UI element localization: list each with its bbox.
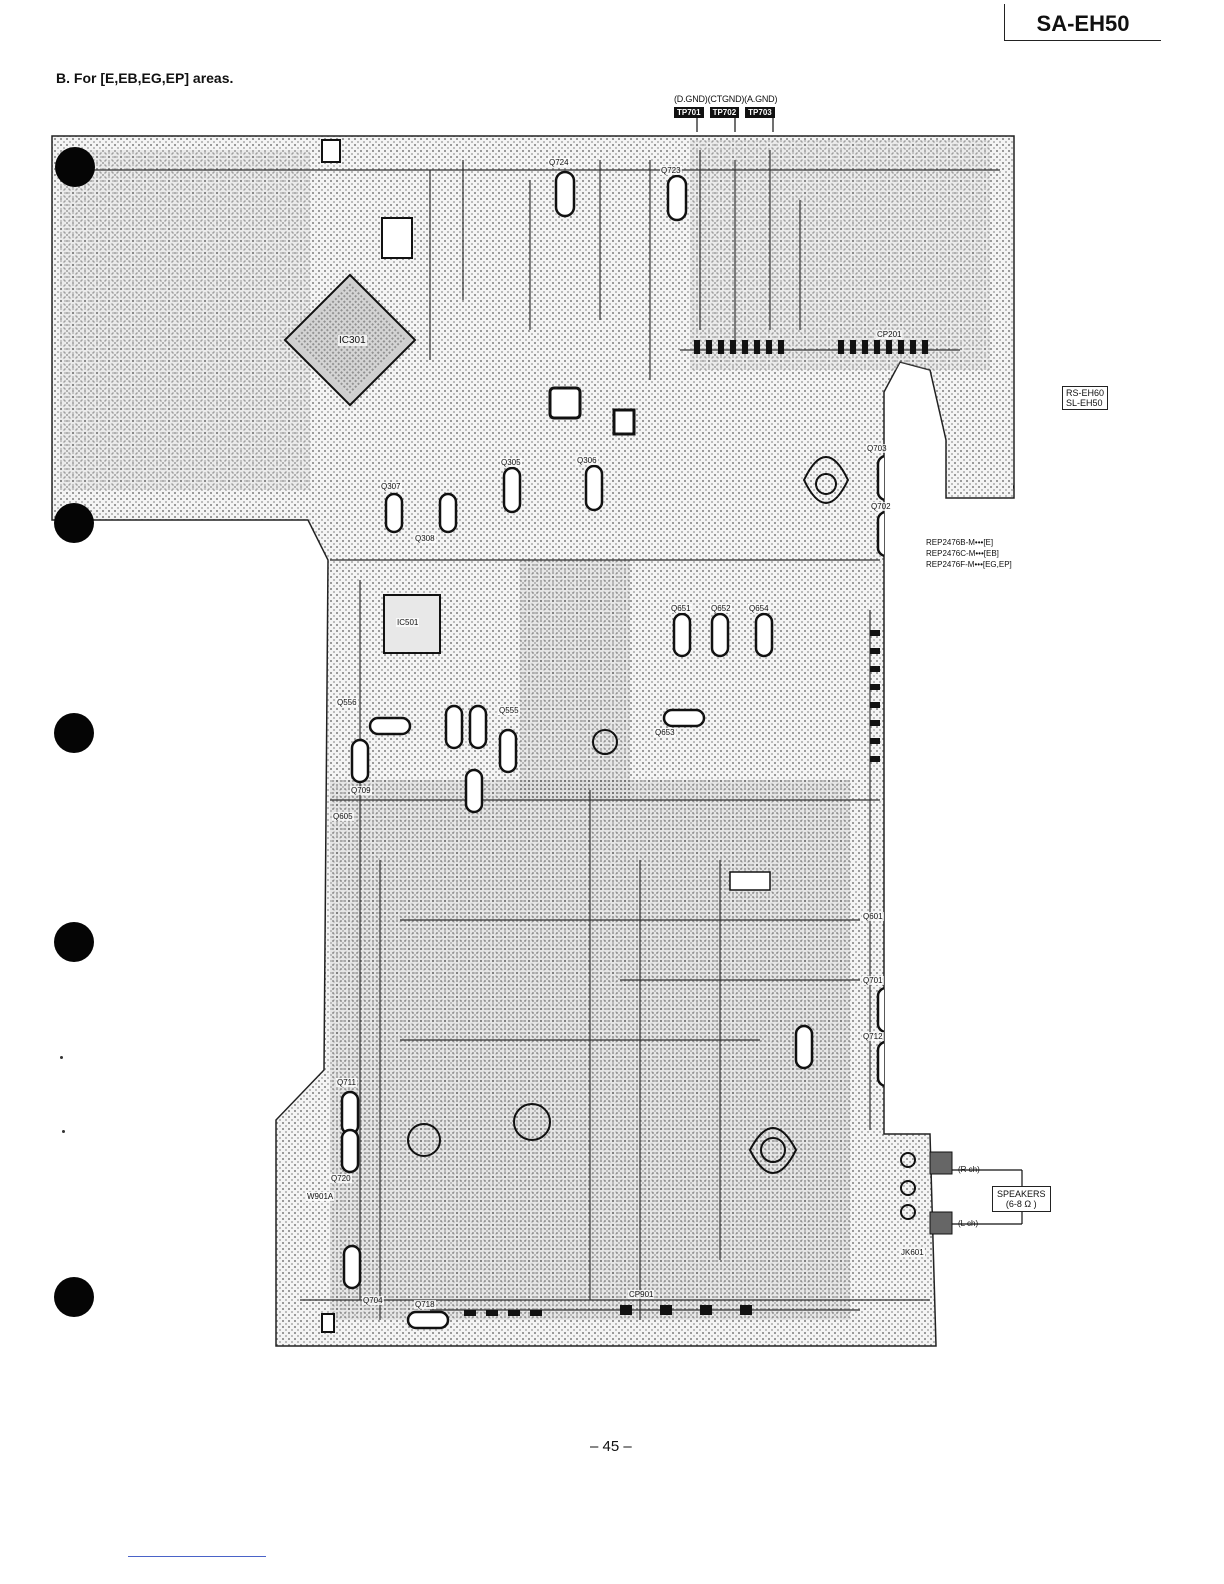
q652-label: Q652 — [710, 604, 732, 613]
model-variant-2: SL-EH50 — [1066, 398, 1103, 408]
binder-hole — [54, 1277, 94, 1317]
board-reference-list: REP2476B-M•••[E] REP2476C-M•••[EB] REP24… — [926, 537, 1012, 570]
q701-label: Q701 — [862, 976, 884, 985]
q556-label: Q556 — [336, 698, 358, 707]
cp201-label: CP201 — [876, 330, 903, 339]
left-channel-label: (L ch) — [958, 1219, 979, 1228]
q718-label: Q718 — [414, 1300, 436, 1309]
scan-speck — [60, 1056, 63, 1059]
q555-label: Q555 — [498, 706, 520, 715]
test-point-tp703: TP703 — [745, 107, 775, 118]
q308-label: Q308 — [414, 534, 436, 543]
scan-speck — [62, 1130, 65, 1133]
page-number: – 45 – — [590, 1438, 632, 1455]
model-variant-1: RS-EH60 — [1066, 388, 1105, 398]
q703-label: Q703 — [866, 444, 888, 453]
board-ref-eg-ep: REP2476F-M•••[EG,EP] — [926, 560, 1012, 569]
binder-hole — [54, 713, 94, 753]
model-number: SA-EH50 — [1004, 4, 1161, 41]
speakers-label: SPEAKERS — [997, 1189, 1046, 1199]
test-point-group: TP701 TP702 TP703 — [674, 107, 775, 118]
speakers-impedance: (6-8 Ω ) — [1005, 1199, 1037, 1209]
q711-label: Q711 — [336, 1078, 357, 1087]
cp901-label: CP901 — [628, 1290, 655, 1299]
binder-hole — [54, 922, 94, 962]
q307-label: Q307 — [380, 482, 402, 491]
board-ref-eb: REP2476C-M•••[EB] — [926, 549, 999, 558]
q709-label: Q709 — [350, 786, 372, 795]
binder-hole — [55, 147, 95, 187]
q601-label: Q601 — [862, 912, 884, 921]
q704-label: Q704 — [362, 1296, 384, 1305]
board-ref-e: REP2476B-M•••[E] — [926, 538, 994, 547]
q306-label: Q306 — [576, 456, 598, 465]
q723-label: Q723 — [660, 166, 682, 175]
section-title: B. For [E,EB,EG,EP] areas. — [56, 70, 234, 86]
q720-label: Q720 — [330, 1174, 352, 1183]
q724-label: Q724 — [548, 158, 570, 167]
model-variant-box: RS-EH60 SL-EH50 — [1062, 386, 1109, 410]
ic501-label: IC501 — [396, 618, 420, 627]
w901a-label: W901A — [306, 1192, 335, 1201]
q605-label: Q605 — [332, 812, 354, 821]
q653-label: Q653 — [654, 728, 676, 737]
jk601-label: JK601 — [900, 1248, 925, 1257]
speakers-box: SPEAKERS (6-8 Ω ) — [992, 1186, 1051, 1212]
test-point-tp702: TP702 — [709, 107, 740, 118]
ic301-label: IC301 — [338, 335, 367, 346]
q712-label: Q712 — [862, 1032, 884, 1041]
right-channel-label: (R ch) — [958, 1165, 980, 1174]
q654-label: Q654 — [748, 604, 770, 613]
q305-label: Q305 — [500, 458, 522, 467]
binder-hole — [54, 503, 94, 543]
footer-rule — [128, 1556, 266, 1557]
q651-label: Q651 — [670, 604, 692, 613]
test-point-signal-labels: (D.GND)(CTGND)(A.GND) — [674, 94, 778, 104]
test-point-tp701: TP701 — [674, 107, 704, 118]
q702-label: Q702 — [870, 502, 892, 511]
